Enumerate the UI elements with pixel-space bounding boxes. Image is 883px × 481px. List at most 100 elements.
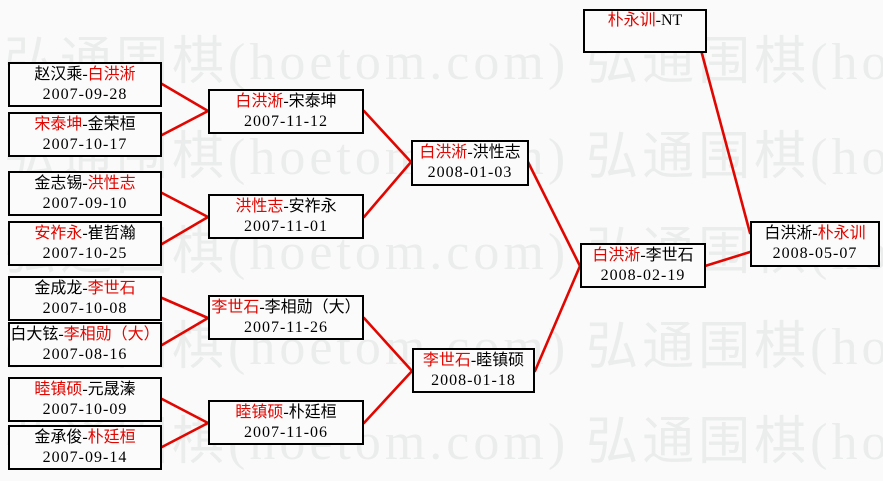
player-name: 金志锡 (34, 174, 83, 192)
player-name: 朴廷桓 (288, 403, 337, 421)
match-date: 2007-11-06 (243, 423, 329, 441)
separator: - (58, 325, 64, 343)
player-name: 金荣桓 (87, 115, 136, 133)
match-players: 李世石-李相勋（大） (211, 298, 360, 318)
player-name: 金成龙 (34, 279, 83, 297)
match-date: 2007-09-28 (42, 85, 128, 103)
match-box-round2-4: 睦镇硕-朴廷桓 2007-11-06 (208, 400, 364, 445)
match-box-round1-2: 宋泰坤-金荣桓 2007-10-17 (8, 112, 162, 157)
match-box-round1-6: 白大铉-李相勋（大） 2007-08-16 (8, 322, 162, 367)
connector-line (526, 160, 582, 268)
player-name: 宋泰坤 (288, 92, 337, 110)
player-name: NT (661, 12, 683, 29)
match-players: 睦镇硕-元晟溱 (34, 380, 135, 400)
player-name: 李相勋（大） (264, 298, 361, 316)
separator: - (82, 224, 88, 242)
match-date: 2007-09-14 (42, 448, 128, 466)
player-name: 睦镇硕 (34, 380, 83, 398)
match-box-semifinal-2: 李世石-睦镇硕 2008-01-18 (412, 348, 535, 393)
match-date: 2007-08-16 (42, 345, 128, 363)
player-name: 洪性志 (472, 144, 521, 161)
separator: - (82, 428, 88, 446)
match-players: 金志锡-洪性志 (34, 174, 135, 194)
match-date: 2007-11-26 (243, 318, 329, 336)
connector-line (362, 109, 413, 164)
match-box-round1-8: 金承俊-朴廷桓 2007-09-14 (8, 425, 162, 470)
player-name: 李世石 (422, 351, 471, 369)
match-date: 2007-10-17 (42, 135, 128, 153)
match-players: 白洪淅-朴永训 (764, 224, 865, 244)
player-name: 元晟溱 (87, 380, 136, 398)
separator: - (259, 298, 265, 316)
match-players: 李世石-睦镇硕 (423, 351, 524, 371)
player-name: 洪性志 (87, 174, 136, 192)
player-name: 朴永训 (607, 12, 656, 29)
connector-line (362, 160, 413, 219)
match-players: 白大铉-李相勋（大） (10, 325, 159, 345)
match-players: 白洪淅-宋泰坤 (235, 92, 336, 112)
match-box-round2-1: 白洪淅-宋泰坤 2007-11-12 (208, 89, 364, 134)
match-box-round1-5: 金成龙-李世石 2007-10-08 (8, 276, 162, 321)
match-date: 2008-01-03 (427, 164, 513, 181)
match-box-titleholder: 朴永训-NT (583, 9, 707, 53)
player-name: 洪性志 (235, 197, 284, 215)
separator: - (655, 12, 661, 29)
separator: - (283, 92, 289, 110)
player-name: 白大铉 (10, 325, 59, 343)
player-name: 安祚永 (34, 224, 83, 242)
connector-line (160, 296, 210, 320)
match-players: 白洪淅-洪性志 (419, 143, 520, 163)
player-name: 白洪淅 (235, 92, 284, 110)
connector-line (362, 316, 414, 373)
match-date: 2008-05-07 (772, 245, 858, 262)
match-box-semifinal-1: 白洪淅-洪性志 2008-01-03 (411, 140, 529, 186)
player-name: 白洪淅 (764, 225, 813, 242)
player-name: 朴廷桓 (87, 428, 136, 446)
player-name: 白洪淅 (87, 65, 136, 83)
separator: - (812, 225, 818, 242)
connector-line (160, 421, 210, 449)
separator: - (82, 65, 88, 83)
player-name: 朴永训 (817, 225, 866, 242)
player-name: 白洪淅 (592, 246, 641, 264)
match-players: 金承俊-朴廷桓 (34, 428, 135, 448)
match-date: 2007-10-08 (42, 299, 128, 317)
match-players: 白洪淅-李世石 (592, 246, 693, 266)
connector-line (160, 397, 210, 425)
match-players: 赵汉乘-白洪淅 (34, 65, 135, 85)
player-name: 安祚永 (288, 197, 337, 215)
separator: - (283, 197, 289, 215)
match-players: 朴永训-NT (608, 11, 683, 31)
connector-line (160, 191, 210, 219)
separator: - (640, 246, 646, 264)
connector-line (160, 82, 210, 113)
player-name: 金承俊 (34, 428, 83, 446)
connector-line (160, 109, 210, 137)
match-date: 2007-09-10 (42, 194, 128, 212)
separator: - (283, 403, 289, 421)
match-date: 2007-11-12 (243, 112, 329, 130)
separator: - (82, 380, 88, 398)
match-date: 2008-01-18 (431, 371, 516, 389)
match-date: 2007-11-01 (243, 217, 329, 235)
connector-line (533, 264, 582, 373)
match-box-round1-1: 赵汉乘-白洪淅 2007-09-28 (8, 62, 162, 107)
connector-line (699, 48, 752, 235)
match-players: 金成龙-李世石 (34, 279, 135, 299)
connector-line (160, 316, 210, 347)
player-name: 白洪淅 (419, 144, 468, 161)
match-players: 宋泰坤-金荣桓 (34, 115, 135, 135)
connector-line (160, 215, 210, 246)
player-name: 赵汉乘 (34, 65, 83, 83)
match-box-round1-7: 睦镇硕-元晟溱 2007-10-09 (8, 377, 162, 422)
separator: - (470, 351, 477, 369)
separator: - (82, 279, 88, 297)
match-date: 2008-02-19 (600, 266, 686, 284)
player-name: 崔哲瀚 (87, 224, 136, 242)
match-box-round2-3: 李世石-李相勋（大） 2007-11-26 (208, 295, 364, 340)
player-name: 宋泰坤 (34, 115, 83, 133)
match-box-round1-4: 安祚永-崔哲瀚 2007-10-25 (8, 221, 162, 266)
connector-line (362, 369, 414, 425)
match-box-final: 白洪淅-朴永训 2008-05-07 (750, 221, 880, 267)
